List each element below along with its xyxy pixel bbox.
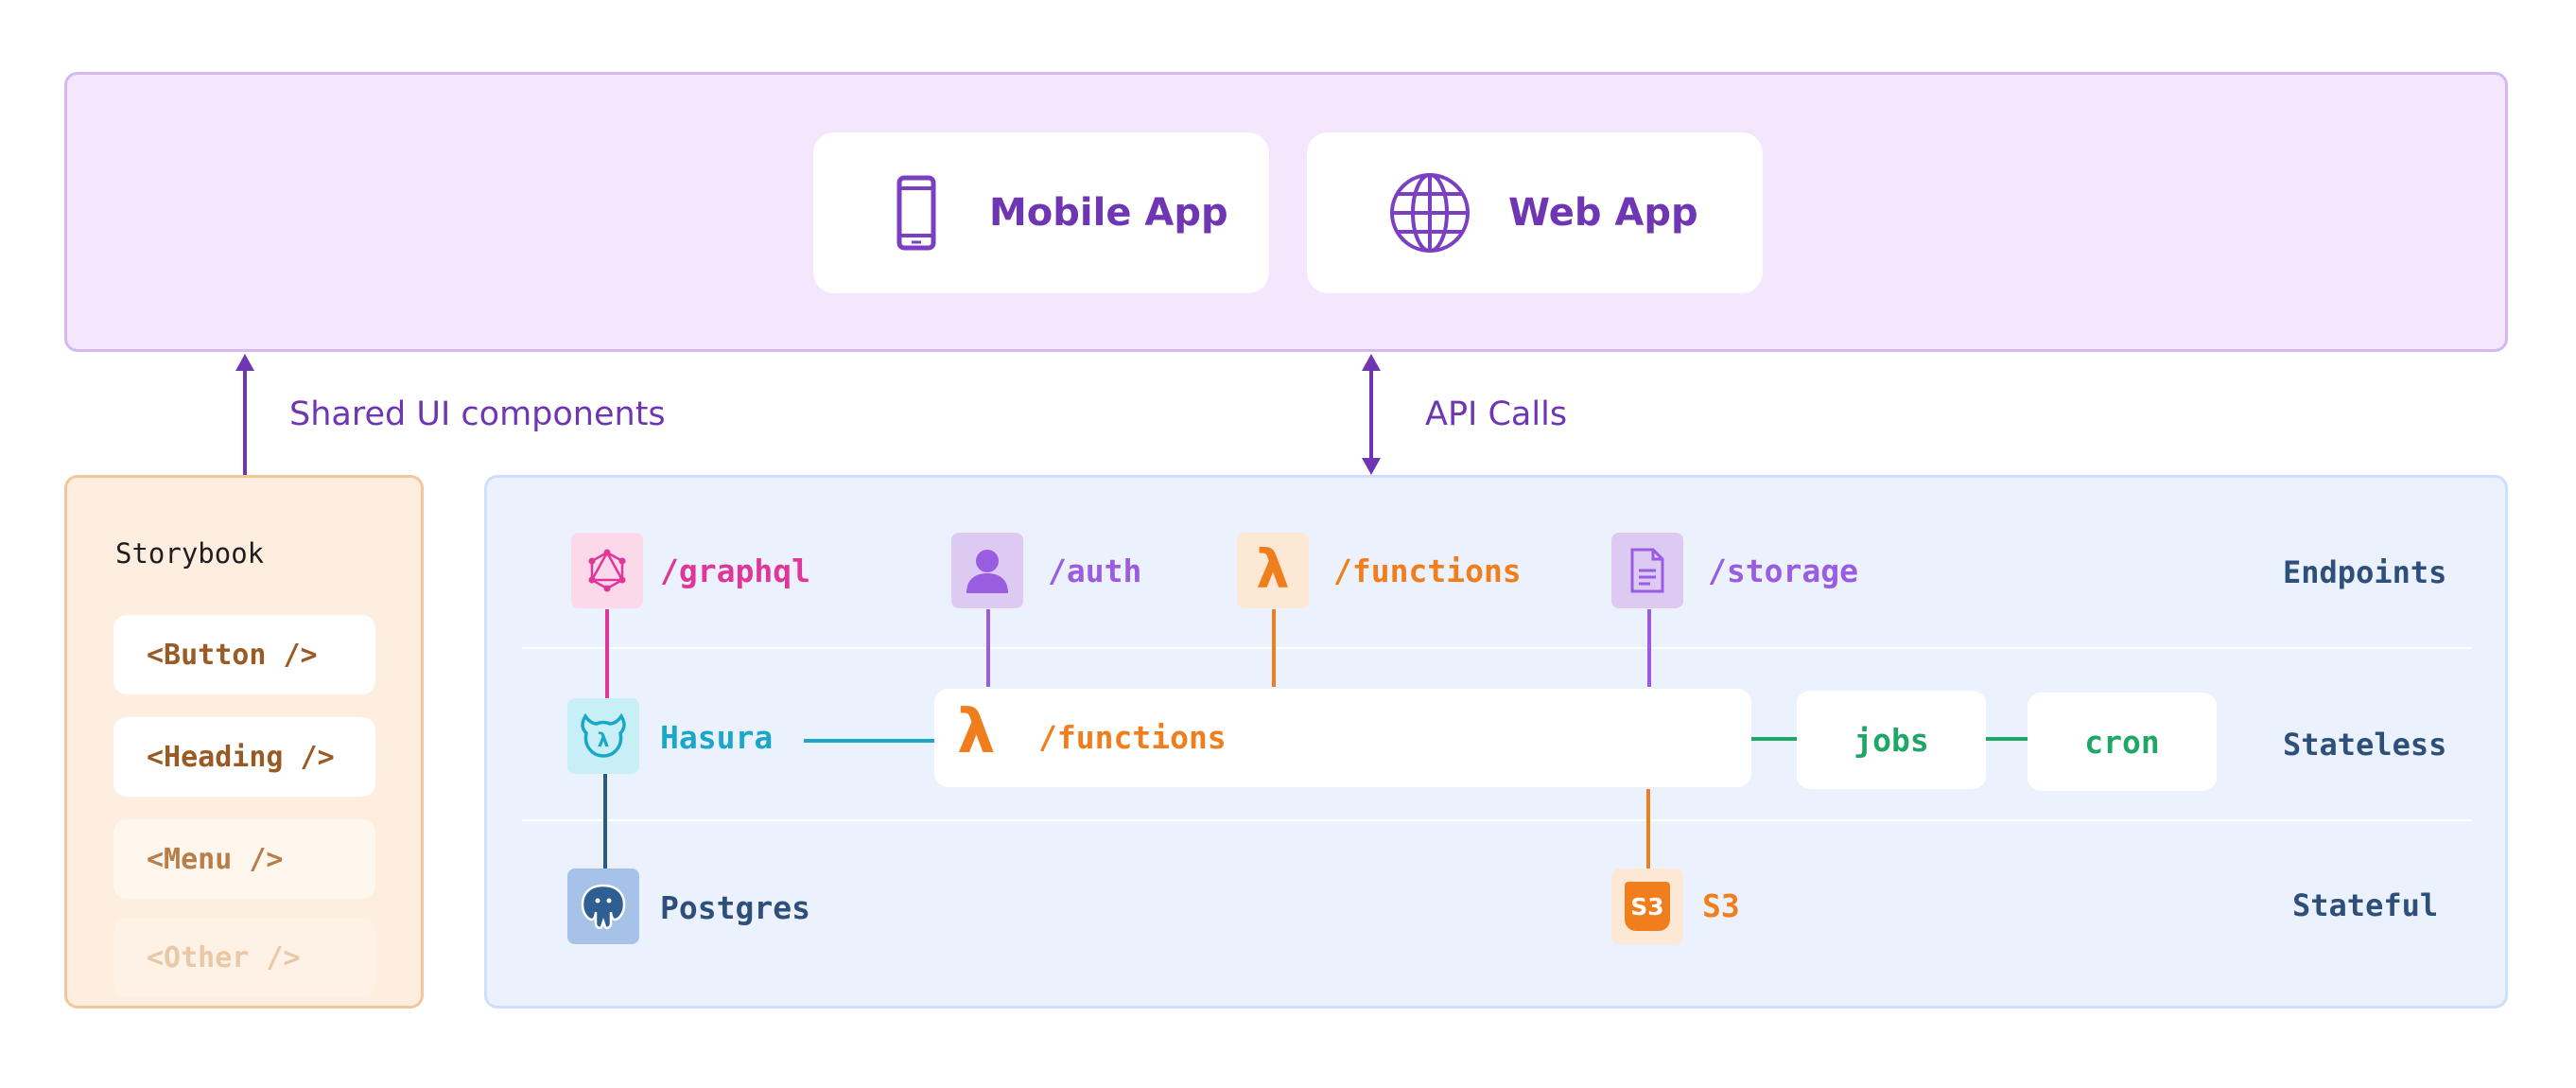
component-other[interactable]: <Other /> (113, 918, 375, 997)
row-label-stateless: Stateless (2283, 727, 2447, 763)
mobile-app-label: Mobile App (989, 191, 1228, 235)
web-app-card[interactable]: Web App (1307, 132, 1763, 293)
graphql-endpoint[interactable]: /graphql (660, 553, 810, 589)
hasura-label[interactable]: Hasura (660, 719, 774, 756)
hasura-postgres-line (603, 774, 607, 869)
lambda-icon: λ (957, 697, 996, 767)
row-label-stateful: Stateful (2292, 887, 2439, 923)
cron-label: cron (2084, 723, 2160, 761)
jobs-box[interactable]: jobs (1797, 691, 1986, 789)
functions-endpoint-line (1272, 609, 1276, 687)
functions-jobs-line (1751, 737, 1797, 741)
globe-icon (1388, 171, 1471, 258)
functions-endpoint[interactable]: /functions (1333, 553, 1522, 589)
lambda-icon: λ (1237, 533, 1309, 608)
user-icon (951, 533, 1023, 608)
shared-ui-label: Shared UI components (289, 395, 666, 433)
row-divider (522, 819, 2472, 821)
postgres-icon (567, 869, 639, 944)
component-button[interactable]: <Button /> (113, 615, 375, 694)
document-icon (1611, 533, 1683, 608)
storybook-title: Storybook (115, 537, 265, 570)
cron-box[interactable]: cron (2028, 693, 2217, 791)
component-heading[interactable]: <Heading /> (113, 717, 375, 797)
storage-functions-line (1647, 609, 1651, 687)
graphql-hasura-line (605, 609, 609, 698)
row-label-endpoints: Endpoints (2283, 554, 2447, 590)
s3-label[interactable]: S3 (1702, 887, 1740, 924)
functions-service-box[interactable]: λ /functions (934, 689, 1751, 787)
api-calls-arrowhead-down (1362, 458, 1381, 475)
jobs-label: jobs (1854, 721, 1929, 759)
mobile-app-card[interactable]: Mobile App (813, 132, 1269, 293)
postgres-label[interactable]: Postgres (660, 889, 810, 926)
component-menu[interactable]: <Menu /> (113, 819, 375, 899)
row-divider (522, 647, 2472, 649)
shared-ui-arrowhead (235, 354, 254, 371)
api-calls-arrowhead-up (1362, 354, 1381, 371)
functions-service-label: /functions (1038, 719, 1227, 756)
graphql-icon (571, 533, 643, 608)
auth-endpoint[interactable]: /auth (1048, 553, 1142, 589)
hasura-icon: λ (567, 698, 639, 774)
phone-icon (896, 175, 936, 254)
svg-text:λ: λ (598, 728, 610, 751)
functions-s3-line (1646, 789, 1650, 870)
s3-icon: S3 (1611, 869, 1683, 944)
auth-functions-line (986, 609, 990, 687)
web-app-label: Web App (1508, 191, 1698, 235)
storage-endpoint[interactable]: /storage (1708, 553, 1858, 589)
hasura-functions-line (804, 739, 934, 743)
clients-panel (64, 72, 2508, 352)
jobs-cron-line (1986, 737, 2028, 741)
s3-badge: S3 (1630, 892, 1664, 921)
api-calls-label: API Calls (1425, 395, 1568, 433)
